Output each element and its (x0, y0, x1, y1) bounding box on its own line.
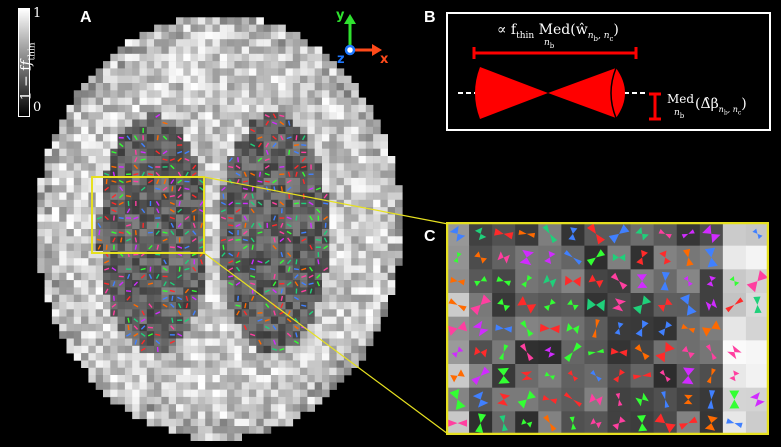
panel-b-angle-expression: (Δ̂βnb, nc) (695, 96, 747, 117)
panel-label-a: A (80, 9, 92, 26)
zoom-region-box (91, 176, 205, 254)
zoom-connector-bottom (203, 252, 449, 435)
colorbar-top-label: 1 (33, 6, 42, 21)
panel-label-b: B (424, 9, 436, 26)
panel-b-angle-med: Med (667, 92, 695, 106)
bowtie-right (548, 68, 625, 118)
axis-y-label: y (336, 8, 345, 23)
colorbar (18, 8, 30, 117)
axis-z-label: z (337, 52, 345, 67)
panel-c-zoom (446, 222, 769, 435)
panel-b-width-under: nb (544, 38, 555, 50)
bowtie-left (475, 67, 548, 119)
panel-b-angle-under: nb (674, 108, 685, 120)
panel-b-diagram (458, 47, 661, 121)
axis-triad (344, 14, 382, 56)
panel-b-width-expression: ∝ fthin Med(ŵnb, nc) (497, 22, 619, 43)
zoom-connector-top (203, 176, 449, 225)
colorbar-bottom-label: 0 (33, 100, 42, 115)
axis-x-label: x (380, 52, 389, 67)
panel-label-c: C (424, 228, 436, 245)
